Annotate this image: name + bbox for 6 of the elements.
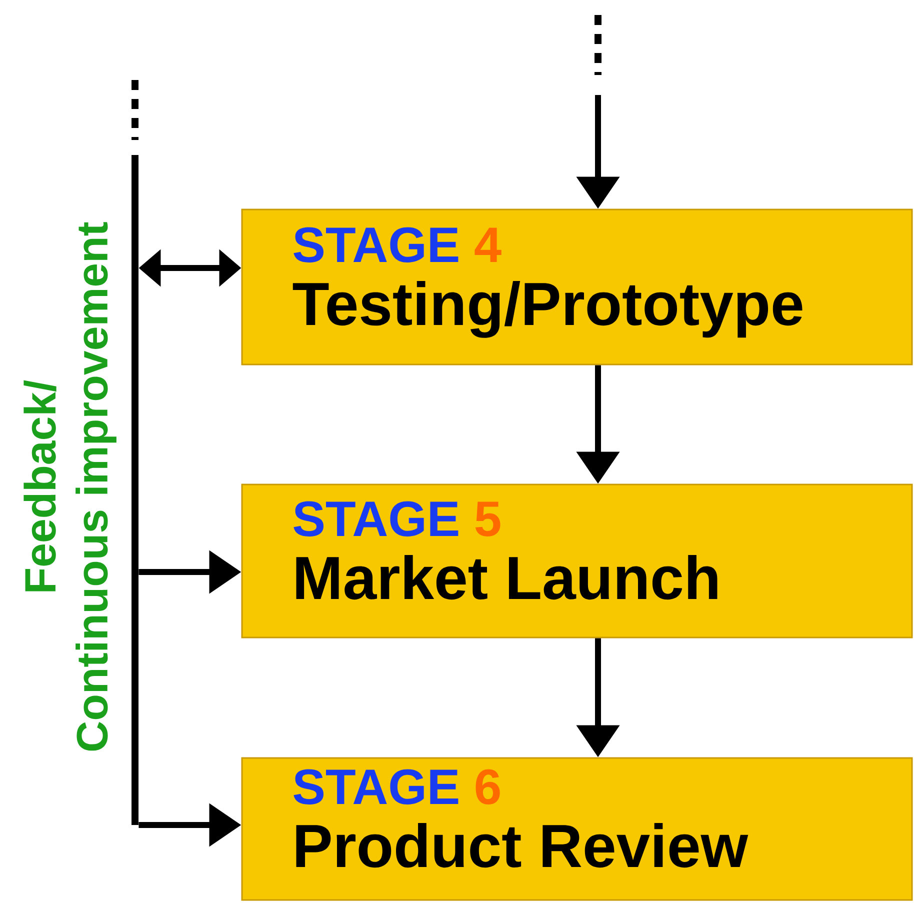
feedback-line [132,80,138,825]
stage-box: STAGE 5 Market Launch [241,484,913,638]
stage-box: STAGE 4 Testing/Prototype [241,208,913,366]
feedback-label: Feedback/ [24,380,56,592]
feedback-label: Continuous improvement [76,222,116,751]
stage-box: STAGE 6 Product Review [241,757,913,901]
